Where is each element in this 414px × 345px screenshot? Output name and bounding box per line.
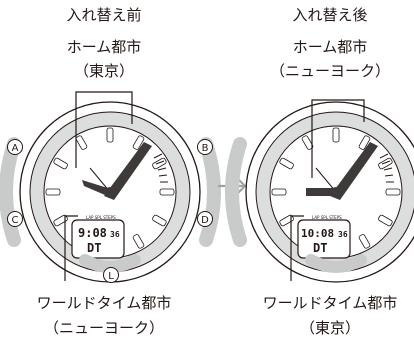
svg-text:L: L — [108, 271, 114, 282]
after-world-city: （東京） — [300, 319, 360, 337]
button-d[interactable]: D — [197, 211, 213, 227]
before-home-label: ホーム都市 — [67, 38, 142, 56]
before-lcd-mode: DT — [87, 241, 101, 255]
after-home-callout — [311, 99, 365, 178]
before-lcd-time: 9:08 — [78, 226, 107, 240]
after-minute-hand — [330, 142, 378, 200]
before-watch: LAP SPL STEPS 9:08 36 DT — [6, 102, 214, 282]
svg-text:B: B — [202, 143, 209, 154]
after-world-label: ワールドタイム都市 — [263, 294, 398, 312]
svg-text:A: A — [12, 143, 19, 154]
after-lcd-indicators: LAP SPL STEPS — [312, 215, 342, 220]
svg-text:D: D — [201, 215, 209, 226]
after-heading: 入れ替え後 — [292, 6, 367, 24]
before-home-callout — [75, 91, 133, 168]
after-home-city: （ニューヨーク） — [270, 62, 390, 80]
button-a[interactable]: A — [7, 139, 23, 155]
before-world-label: ワールドタイム都市 — [37, 294, 172, 312]
before-lcd-indicators: LAP SPL STEPS — [86, 215, 116, 220]
before-heading: 入れ替え前 — [66, 6, 141, 24]
before-minute-hand — [104, 142, 152, 200]
button-b[interactable]: B — [197, 139, 213, 155]
before-lcd-seconds: 36 — [110, 230, 120, 239]
after-second-hand — [315, 167, 337, 193]
after-world-callout — [290, 215, 304, 281]
after-home-label: ホーム都市 — [293, 38, 368, 56]
button-c[interactable]: C — [7, 211, 23, 227]
before-world-city: （ニューヨーク） — [44, 319, 164, 337]
before-second-hand — [89, 167, 111, 193]
after-lcd-seconds: 36 — [338, 230, 348, 239]
before-home-city: （東京） — [74, 62, 134, 80]
before-world-callout — [64, 215, 78, 281]
after-watch: LAP SPL STEPS 10:08 36 DT — [232, 102, 414, 282]
button-l[interactable]: L — [103, 267, 119, 283]
after-lcd-mode: DT — [313, 241, 327, 255]
svg-text:C: C — [12, 215, 19, 226]
after-lcd-time: 10:08 — [301, 227, 334, 240]
